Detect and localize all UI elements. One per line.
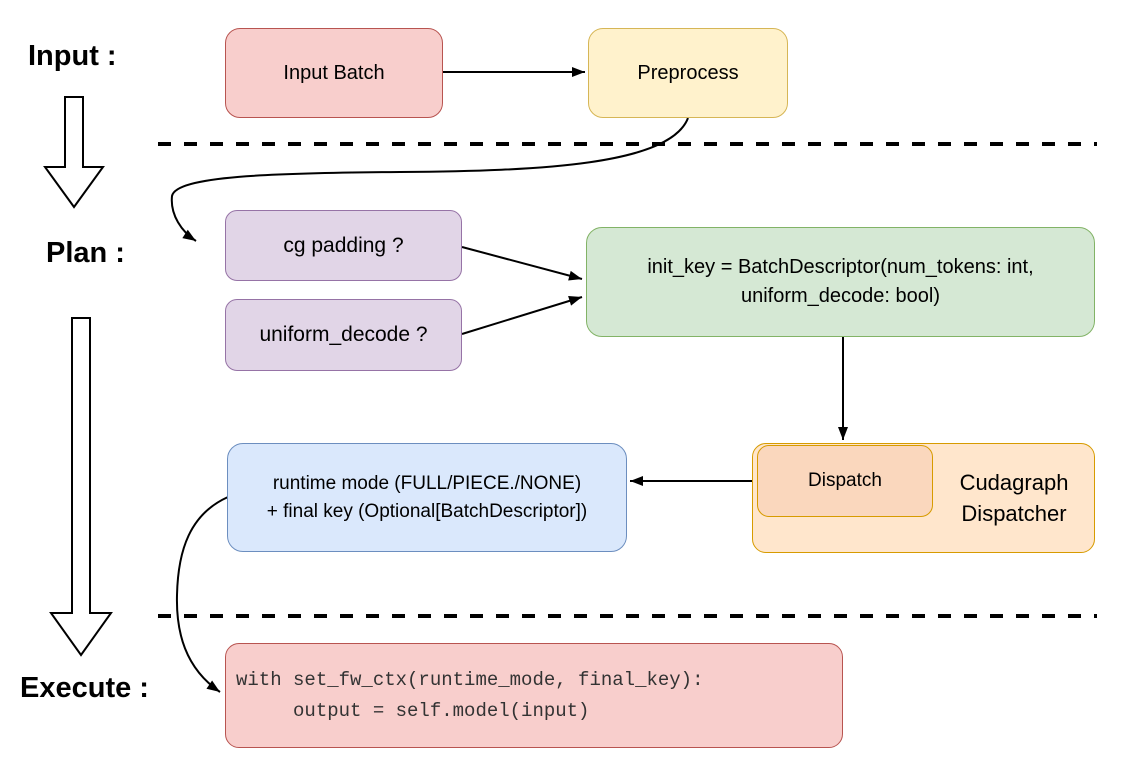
node-cg-padding-label: cg padding ? — [283, 233, 404, 257]
node-execute-code: with set_fw_ctx(runtime_mode, final_key)… — [225, 643, 843, 748]
node-uniform-decode-label: uniform_decode ? — [259, 323, 428, 346]
node-uniform-decode: uniform_decode ? — [225, 299, 462, 371]
arrow-cg-padding-to-init-key — [461, 246, 583, 281]
node-runtime-mode: runtime mode (FULL/PIECE./NONE) + final … — [227, 443, 627, 552]
stage-label-plan: Plan : — [46, 237, 125, 269]
arrow-runtime-mode-to-execute-code — [175, 496, 229, 693]
node-init-key: init_key = BatchDescriptor(num_tokens: i… — [586, 227, 1095, 337]
flow-arrow-input-to-plan — [43, 96, 105, 209]
arrow-uniform-decode-to-init-key — [461, 296, 583, 335]
node-init-key-label: init_key = BatchDescriptor(num_tokens: i… — [647, 256, 1034, 307]
flow-arrow-plan-to-execute — [49, 317, 113, 657]
node-execute-code-text: with set_fw_ctx(runtime_mode, final_key)… — [236, 668, 704, 722]
node-cudagraph-dispatcher-label: Cudagraph Dispatcher — [959, 470, 1069, 526]
node-preprocess-label: Preprocess — [637, 62, 739, 84]
node-input-batch: Input Batch — [225, 28, 443, 118]
stage-label-execute: Execute : — [20, 672, 149, 704]
node-cg-padding: cg padding ? — [225, 210, 462, 281]
stage-label-input: Input : — [28, 40, 117, 72]
node-dispatch: Dispatch — [757, 445, 933, 517]
node-preprocess: Preprocess — [588, 28, 788, 118]
node-dispatch-label: Dispatch — [808, 470, 882, 491]
node-runtime-mode-label: runtime mode (FULL/PIECE./NONE) + final … — [266, 472, 588, 522]
node-input-batch-label: Input Batch — [283, 62, 385, 84]
